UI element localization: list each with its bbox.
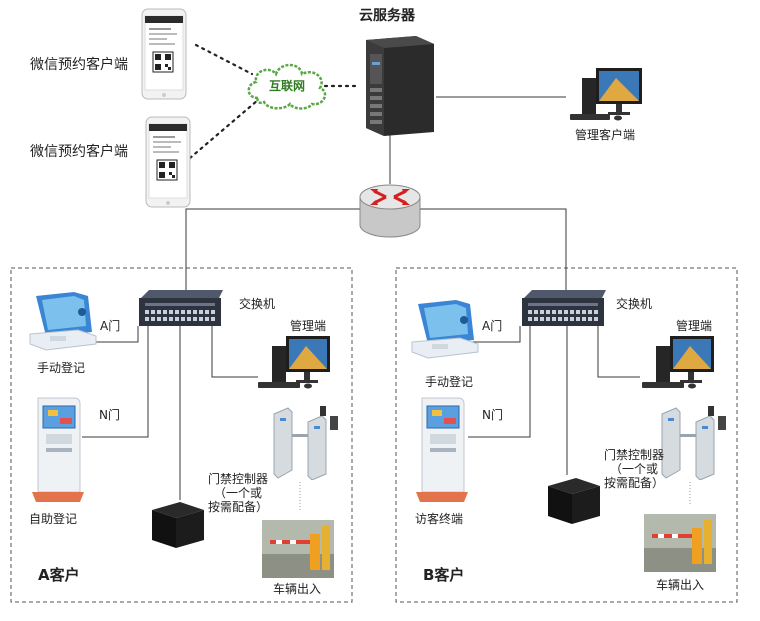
site-a-border — [10, 267, 353, 603]
site-a-manual-reg-label: 手动登记 — [37, 361, 86, 375]
turnstile-gate-icon — [661, 406, 726, 480]
network-switch-icon — [522, 290, 606, 326]
site-a-vehicle-label: 车辆出入 — [273, 582, 322, 596]
admin-client-label: 管理客户端 — [575, 128, 636, 142]
site-a-switch-label: 交换机 — [239, 297, 276, 311]
access-controller-icon — [152, 502, 204, 548]
wechat-client-label-2: 微信预约客户端 — [30, 144, 128, 160]
site-a-self-reg-label: 自助登记 — [29, 512, 78, 526]
site-b-door-a: A门 — [482, 319, 503, 333]
desktop-pc-icon — [570, 68, 642, 121]
site-b-access-ctrl-label: 门禁控制器 （一个或 按需配备） — [604, 448, 665, 490]
site-b-vehicle-label: 车辆出入 — [656, 578, 705, 592]
site-a-access-ctrl-label: 门禁控制器 （一个或 按需配备） — [208, 472, 269, 514]
server-tower-icon — [366, 36, 434, 136]
site-a-door-n: N门 — [99, 408, 120, 422]
turnstile-gate-icon — [273, 406, 338, 480]
wired-links — [82, 96, 640, 500]
site-b-manual-reg-label: 手动登记 — [425, 375, 474, 389]
site-b-visitor-terminal-label: 访客终端 — [415, 512, 464, 526]
site-b-switch-label: 交换机 — [616, 297, 653, 311]
network-switch-icon — [139, 290, 223, 326]
site-a-door-a: A门 — [100, 319, 121, 333]
kiosk-terminal-icon — [416, 397, 468, 502]
cloud-server-title: 云服务器 — [359, 8, 415, 24]
kiosk-terminal-icon — [32, 397, 84, 502]
desktop-pc-icon — [258, 336, 330, 389]
wechat-client-label-1: 微信预约客户端 — [30, 57, 128, 73]
smartphone-icon — [145, 116, 191, 208]
site-a-admin-label: 管理端 — [290, 319, 327, 333]
internet-label: 互联网 — [269, 79, 305, 93]
vehicle-barrier-icon — [262, 520, 334, 578]
router-icon — [359, 184, 421, 238]
internet-cloud-icon: 互联网 — [247, 63, 327, 110]
access-controller-icon — [548, 478, 600, 524]
registration-device-icon — [411, 300, 479, 359]
desktop-pc-icon — [642, 336, 714, 389]
site-a-name: A客户 — [38, 566, 80, 584]
gate-links — [299, 482, 691, 510]
registration-device-icon — [29, 292, 97, 351]
smartphone-icon — [141, 8, 187, 100]
vehicle-barrier-icon — [644, 514, 716, 572]
site-b-name: B客户 — [423, 566, 465, 584]
site-b-admin-label: 管理端 — [676, 319, 713, 333]
site-b-door-n: N门 — [482, 408, 503, 422]
internet-links — [188, 43, 360, 160]
